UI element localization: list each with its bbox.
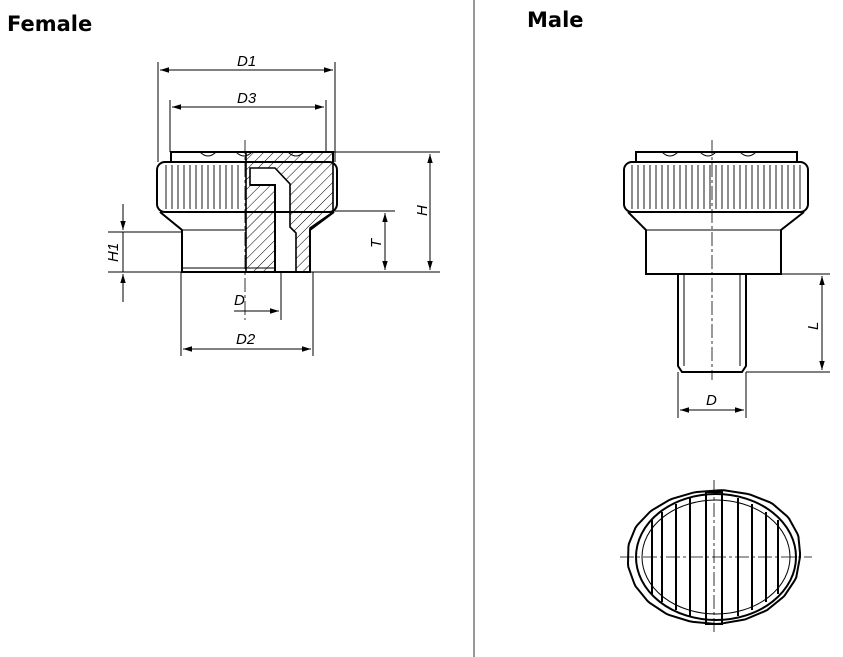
dim-label-d1: D1 (237, 53, 256, 70)
dim-label-t: T (368, 237, 385, 248)
top-view-drawing (620, 480, 812, 634)
dim-label-d3: D3 (237, 90, 257, 107)
male-knob-drawing (623, 140, 830, 418)
knurl-lines-male (631, 165, 801, 209)
dim-label-d-male: D (706, 392, 717, 409)
dim-label-h: H (414, 205, 431, 216)
dim-label-l: L (805, 322, 822, 330)
dim-label-h1: H1 (105, 243, 122, 262)
female-section-title: Female (7, 12, 93, 36)
female-knob-drawing (108, 62, 440, 356)
male-section-title: Male (527, 8, 584, 32)
dim-label-d2: D2 (236, 331, 256, 348)
dim-label-d-female: D (234, 292, 245, 309)
knurl-lines-female (165, 165, 239, 209)
